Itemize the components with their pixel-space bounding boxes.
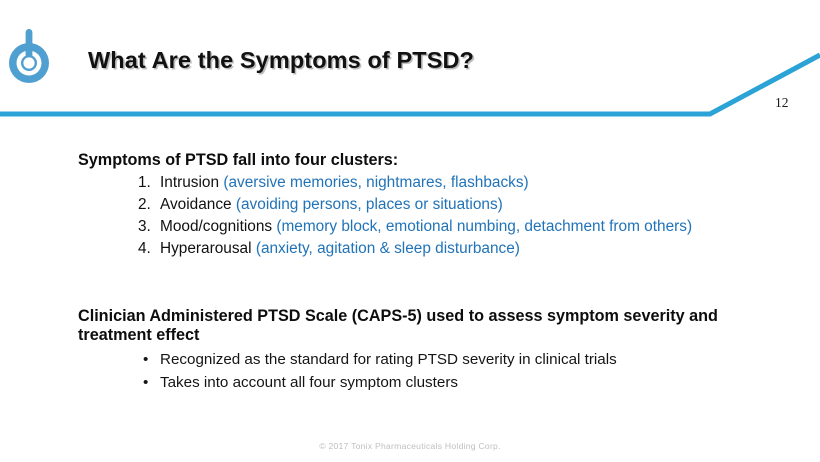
- blue-angled-accent-line: [0, 52, 820, 117]
- caps5-bullet-list: • Recognized as the standard for rating P…: [142, 348, 782, 394]
- cluster-detail: (memory block, emotional numbing, detach…: [276, 218, 693, 235]
- list-item: 1. Intrusion (aversive memories, nightmar…: [138, 172, 778, 194]
- page-title: What Are the Symptoms of PTSD?: [88, 47, 474, 73]
- cluster-detail: (avoiding persons, places or situations): [235, 196, 503, 213]
- lead-heading-clusters: Symptoms of PTSD fall into four clusters…: [78, 151, 399, 169]
- cluster-detail: (anxiety, agitation & sleep disturbance): [255, 240, 520, 257]
- list-item: 2. Avoidance (avoiding persons, places or…: [138, 194, 778, 216]
- list-marker: 3.: [138, 218, 151, 235]
- list-item: 4. Hyperarousal (anxiety, agitation & sle…: [138, 238, 778, 260]
- tonix-power-circle-logo-icon: [9, 29, 49, 83]
- cluster-term: Intrusion: [160, 174, 224, 191]
- list-marker: 4.: [138, 240, 151, 257]
- footer-copyright: © 2017 Tonix Pharmaceuticals Holding Cor…: [319, 441, 501, 451]
- list-marker: 2.: [138, 196, 151, 213]
- cluster-term: Mood/cognitions: [160, 218, 277, 235]
- list-item: 3. Mood/cognitions (memory block, emotion…: [138, 216, 778, 238]
- page-number: 12: [775, 95, 789, 110]
- cluster-term: Hyperarousal: [160, 240, 256, 257]
- symptom-cluster-list: 1. Intrusion (aversive memories, nightmar…: [138, 172, 778, 260]
- bullet-text: Recognized as the standard for rating PT…: [160, 351, 617, 368]
- list-item: • Takes into account all four symptom clu…: [142, 371, 782, 394]
- cluster-detail: (aversive memories, nightmares, flashbac…: [223, 174, 529, 191]
- cluster-term: Avoidance: [160, 196, 236, 213]
- list-marker: 1.: [138, 174, 151, 191]
- lead-heading-caps5: Clinician Administered PTSD Scale (CAPS-…: [78, 307, 718, 344]
- bullet-glyph: •: [143, 373, 149, 391]
- list-item: • Recognized as the standard for rating P…: [142, 348, 782, 371]
- bullet-text: Takes into account all four symptom clus…: [160, 374, 458, 391]
- bullet-glyph: •: [143, 350, 149, 368]
